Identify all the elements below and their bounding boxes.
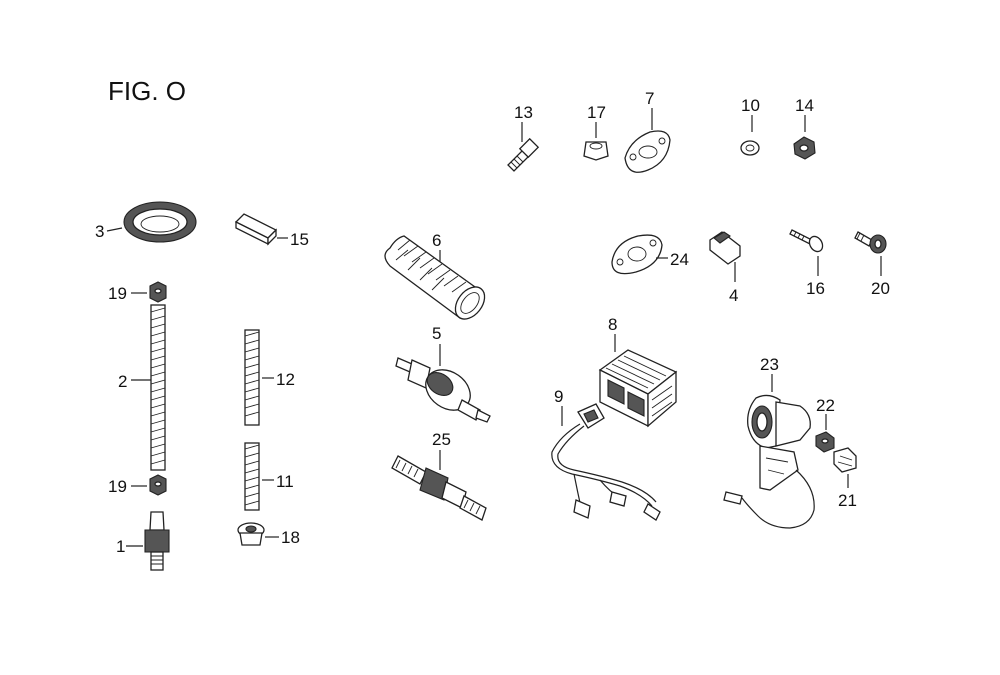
label-13: 13 — [514, 103, 533, 122]
part-14-nut — [793, 115, 816, 160]
part-19-nut-bottom — [131, 474, 167, 496]
part-17-nut — [583, 122, 609, 161]
label-7: 7 — [645, 89, 654, 108]
part-7-gasket — [624, 108, 671, 173]
part-1-fitting — [126, 511, 170, 571]
part-21-cap-nut — [833, 447, 857, 488]
label-15: 15 — [290, 230, 309, 249]
figure-title: FIG. O — [108, 76, 186, 106]
part-6-grip — [384, 235, 486, 320]
part-16-bolt — [789, 229, 824, 276]
label-8: 8 — [608, 315, 617, 334]
part-15-key — [234, 213, 288, 246]
part-24-gasket — [611, 234, 668, 275]
label-22: 22 — [816, 396, 835, 415]
label-6: 6 — [432, 231, 441, 250]
part-3-oil-seal — [106, 201, 197, 243]
label-18: 18 — [281, 528, 300, 547]
label-20: 20 — [871, 279, 890, 298]
label-1: 1 — [116, 537, 125, 556]
part-12-stud — [244, 329, 274, 426]
part-13-bolt — [507, 122, 540, 172]
part-20-screw — [854, 231, 887, 276]
label-3: 3 — [95, 222, 104, 241]
part-4-clamp — [709, 231, 741, 282]
label-2: 2 — [118, 372, 127, 391]
part-9-wire-harness — [551, 403, 661, 521]
label-19-top: 19 — [108, 284, 127, 303]
part-11-short-stud — [244, 442, 274, 511]
label-23: 23 — [760, 355, 779, 374]
part-23-switch-bracket — [723, 374, 815, 529]
label-24: 24 — [670, 250, 689, 269]
part-22-nut — [815, 414, 835, 453]
label-9: 9 — [554, 387, 563, 406]
part-10-washer — [740, 115, 760, 156]
label-21: 21 — [838, 491, 857, 510]
label-16: 16 — [806, 279, 825, 298]
label-25: 25 — [432, 430, 451, 449]
part-25-spark-plug — [391, 450, 487, 521]
label-19-bottom: 19 — [108, 477, 127, 496]
part-5-fuel-filter — [395, 344, 491, 423]
label-17: 17 — [587, 103, 606, 122]
label-14: 14 — [795, 96, 814, 115]
label-4: 4 — [729, 286, 738, 305]
part-8-regulator — [598, 334, 678, 428]
label-12: 12 — [276, 370, 295, 389]
part-18-cap-nut — [237, 522, 279, 546]
part-19-nut-top — [131, 281, 167, 303]
label-5: 5 — [432, 324, 441, 343]
label-11: 11 — [276, 472, 294, 491]
part-2-long-stud — [131, 304, 166, 471]
label-10: 10 — [741, 96, 760, 115]
